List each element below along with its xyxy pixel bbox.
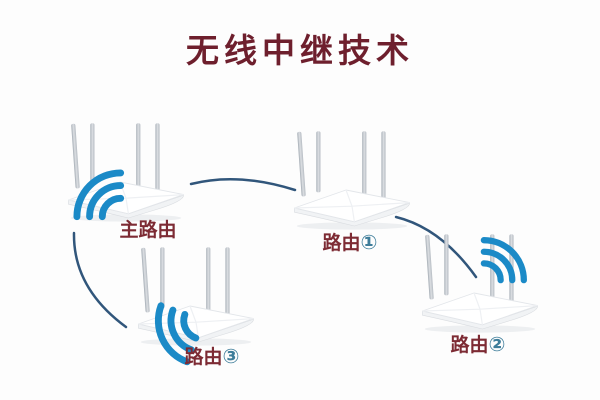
diagram-title: 无线中继技术 <box>186 32 414 69</box>
label-router-3-text: 路由 <box>184 347 223 368</box>
wifi-signal-icon-router2 <box>472 232 532 292</box>
router-3-device <box>137 246 255 347</box>
label-main-router: 主路由 <box>103 219 193 243</box>
label-router-2-number: ② <box>488 334 506 356</box>
link-curve-router1-to-router2 <box>394 215 478 279</box>
label-router-1-number: ① <box>360 232 378 254</box>
label-router-3-number: ③ <box>222 346 240 368</box>
label-router-3: 路由③ <box>167 345 257 370</box>
label-main-router-text: 主路由 <box>119 220 177 241</box>
main-router-device <box>67 122 185 223</box>
router-2-device <box>421 233 539 334</box>
label-router-1-text: 路由 <box>322 233 361 254</box>
router-1-device <box>293 130 411 231</box>
label-router-1: 路由① <box>305 231 395 256</box>
link-curve-main-to-router1 <box>189 177 297 192</box>
label-router-2: 路由② <box>433 333 523 358</box>
link-curve-main-to-router3 <box>72 231 128 329</box>
label-router-2-text: 路由 <box>450 335 489 356</box>
